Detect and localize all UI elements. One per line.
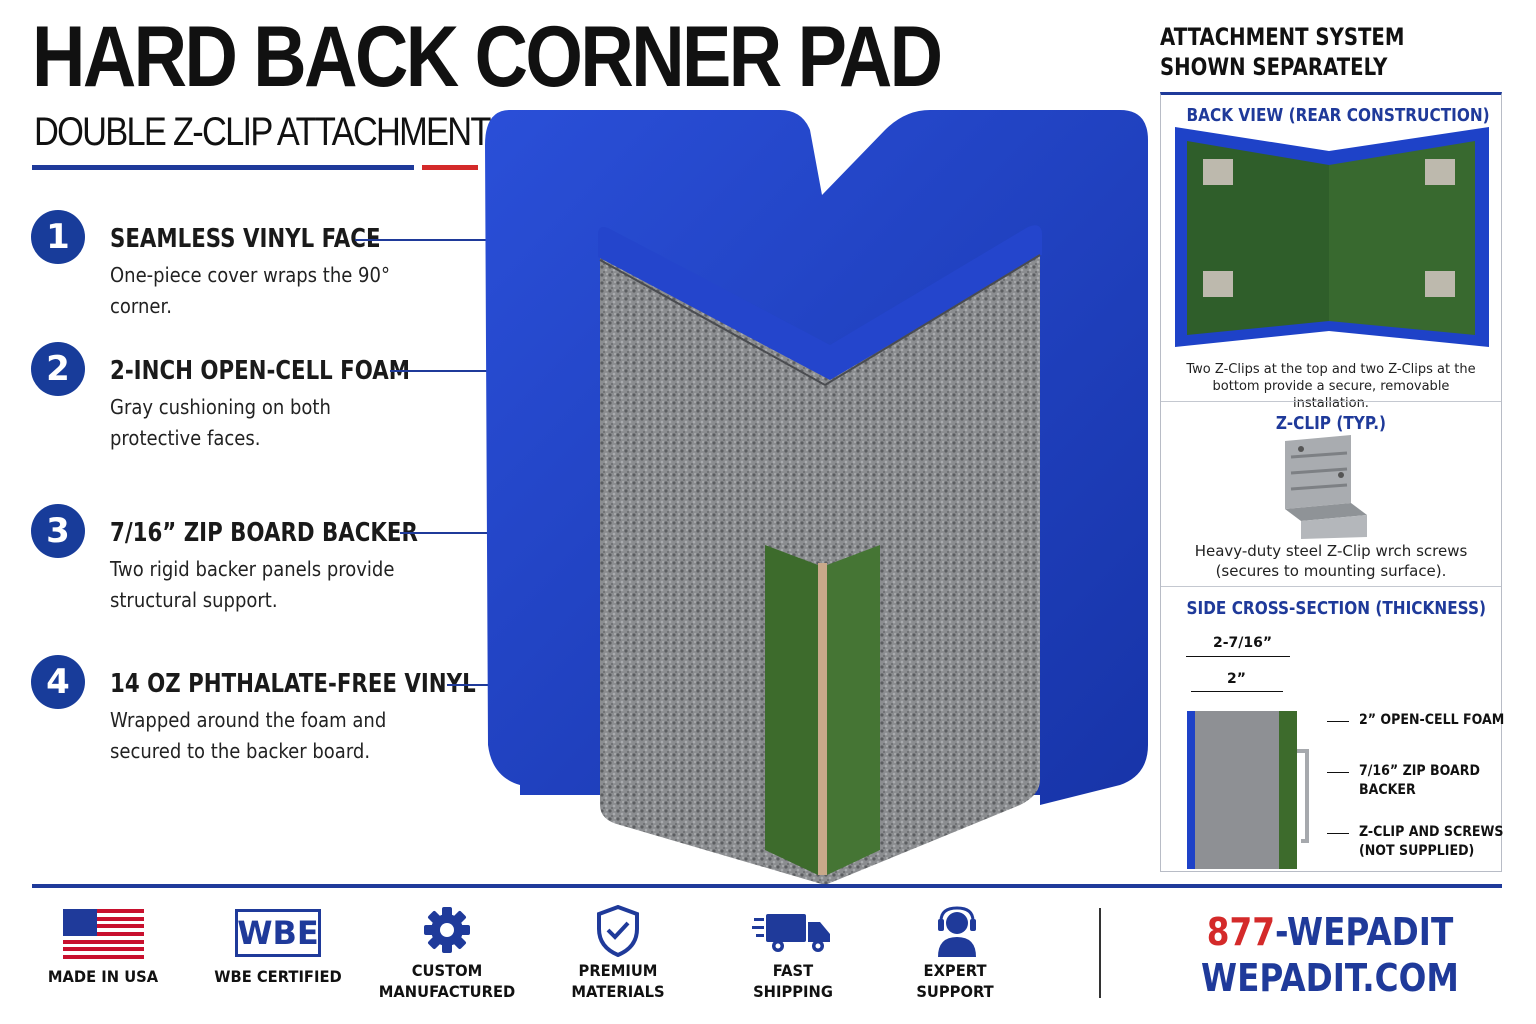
attachment-heading-line1: ATTACHMENT SYSTEM: [1160, 23, 1405, 51]
feature-2-title: 2-INCH OPEN-CELL FOAM: [110, 356, 411, 386]
badge-premium-line1: PREMIUM: [578, 961, 658, 980]
label-clip-2: (NOT SUPPLIED): [1359, 843, 1475, 859]
website-link[interactable]: WEPADIT.COM: [1201, 956, 1459, 1000]
attachment-heading-line2: SHOWN SEPARATELY: [1160, 53, 1388, 81]
leader-backer: [1327, 772, 1349, 773]
footer-rule: [32, 884, 1502, 888]
dim-inner-line: [1191, 691, 1283, 692]
attachment-panel: BACK VIEW (REAR CONSTRUCTION) Two Z-Clip…: [1160, 92, 1505, 872]
panel-divider-2: [1161, 586, 1501, 587]
zclip-note-line1: Heavy-duty steel Z-Clip wrch screws: [1194, 542, 1468, 560]
zclip-title: Z-CLIP (TYP.): [1275, 413, 1387, 434]
feature-4-number: 4: [31, 655, 85, 709]
us-flag-icon: [63, 909, 144, 959]
dim-inner-label: 2”: [1227, 671, 1246, 687]
dim-outer-label: 2-7/16”: [1213, 635, 1273, 651]
feature-2-description: Gray cushioning on both protective faces…: [110, 395, 331, 450]
cross-section-title: SIDE CROSS-SECTION (THICKNESS): [1186, 598, 1486, 619]
zclip-bottom-right: [1425, 271, 1455, 297]
feature-4-title: 14 OZ PHTHALATE-FREE VINYL: [110, 669, 476, 699]
label-backer-1: 7/16” ZIP BOARD: [1359, 763, 1480, 779]
dim-outer-line: [1186, 656, 1290, 657]
feature-1-leader-line: [355, 239, 487, 241]
badge-premium-line2: MATERIALS: [571, 982, 665, 1001]
feature-3-number: 3: [31, 504, 85, 558]
footer-divider: [1099, 908, 1101, 998]
feature-1-number: 1: [31, 210, 85, 264]
label-foam: 2” OPEN-CELL FOAM: [1359, 712, 1505, 728]
feature-3-title: 7/16” ZIP BOARD BACKER: [110, 518, 418, 548]
badge-wbe-label: WBE CERTIFIED: [214, 967, 342, 986]
back-view-title: BACK VIEW (REAR CONSTRUCTION): [1186, 105, 1490, 126]
feature-3-description: Two rigid backer panels provide structur…: [110, 557, 395, 612]
zclip-note-line2: (secures to mounting surface).: [1215, 562, 1447, 580]
page-title: HARD BACK CORNER PAD: [32, 9, 943, 105]
phone-rest: -WEPADIT: [1274, 910, 1454, 954]
badge-shipping-line2: SHIPPING: [753, 982, 833, 1001]
phone-prefix: 877: [1206, 910, 1275, 954]
badge-shipping-line1: FAST: [772, 961, 814, 980]
cross-section-image: [1187, 711, 1309, 869]
title-underline-red: [422, 165, 478, 170]
corner-pad-illustration: [485, 110, 1148, 885]
feature-1-description: One-piece cover wraps the 90° corner.: [110, 263, 390, 318]
page-subtitle: DOUBLE Z-CLIP ATTACHMENT: [34, 110, 491, 154]
badge-custom-line1: CUSTOM: [411, 961, 483, 980]
panel-divider-1: [1161, 401, 1501, 402]
badge-support-line1: EXPERT: [923, 961, 987, 980]
headset-icon: [938, 906, 976, 957]
badge-made-in-usa-label: MADE IN USA: [47, 967, 159, 986]
feature-2-number: 2: [31, 342, 85, 396]
zclip-bottom-left: [1203, 271, 1233, 297]
badge-support-line2: SUPPORT: [916, 982, 994, 1001]
backer-left: [765, 545, 818, 875]
zclip-top-left: [1203, 159, 1233, 185]
feature-1-title: SEAMLESS VINYL FACE: [110, 224, 381, 254]
leader-clip: [1327, 833, 1349, 834]
feature-2-leader-line: [390, 370, 492, 372]
leader-foam: [1327, 721, 1349, 722]
wbe-logo: WBE: [235, 909, 321, 957]
feature-3-leader-line: [400, 532, 495, 534]
zclip-image: [1285, 435, 1367, 539]
feature-4-description: Wrapped around the foam and secured to t…: [110, 708, 387, 763]
backer-right: [827, 545, 880, 875]
label-clip-1: Z-CLIP AND SCREWS: [1359, 824, 1504, 840]
zclip-top-right: [1425, 159, 1455, 185]
back-view-image: [1175, 127, 1489, 347]
badge-custom-line2: MANUFACTURED: [378, 982, 516, 1001]
back-view-note: Two Z-Clips at the top and two Z-Clips a…: [1186, 362, 1476, 411]
title-underline-blue: [32, 165, 414, 170]
label-backer-2: BACKER: [1359, 782, 1416, 798]
shield-check-icon: [597, 905, 639, 957]
feature-4-leader-line: [447, 684, 497, 686]
gear-icon: [424, 907, 470, 953]
phone-number[interactable]: 877-WEPADIT: [1184, 910, 1476, 954]
truck-icon: [752, 914, 830, 952]
